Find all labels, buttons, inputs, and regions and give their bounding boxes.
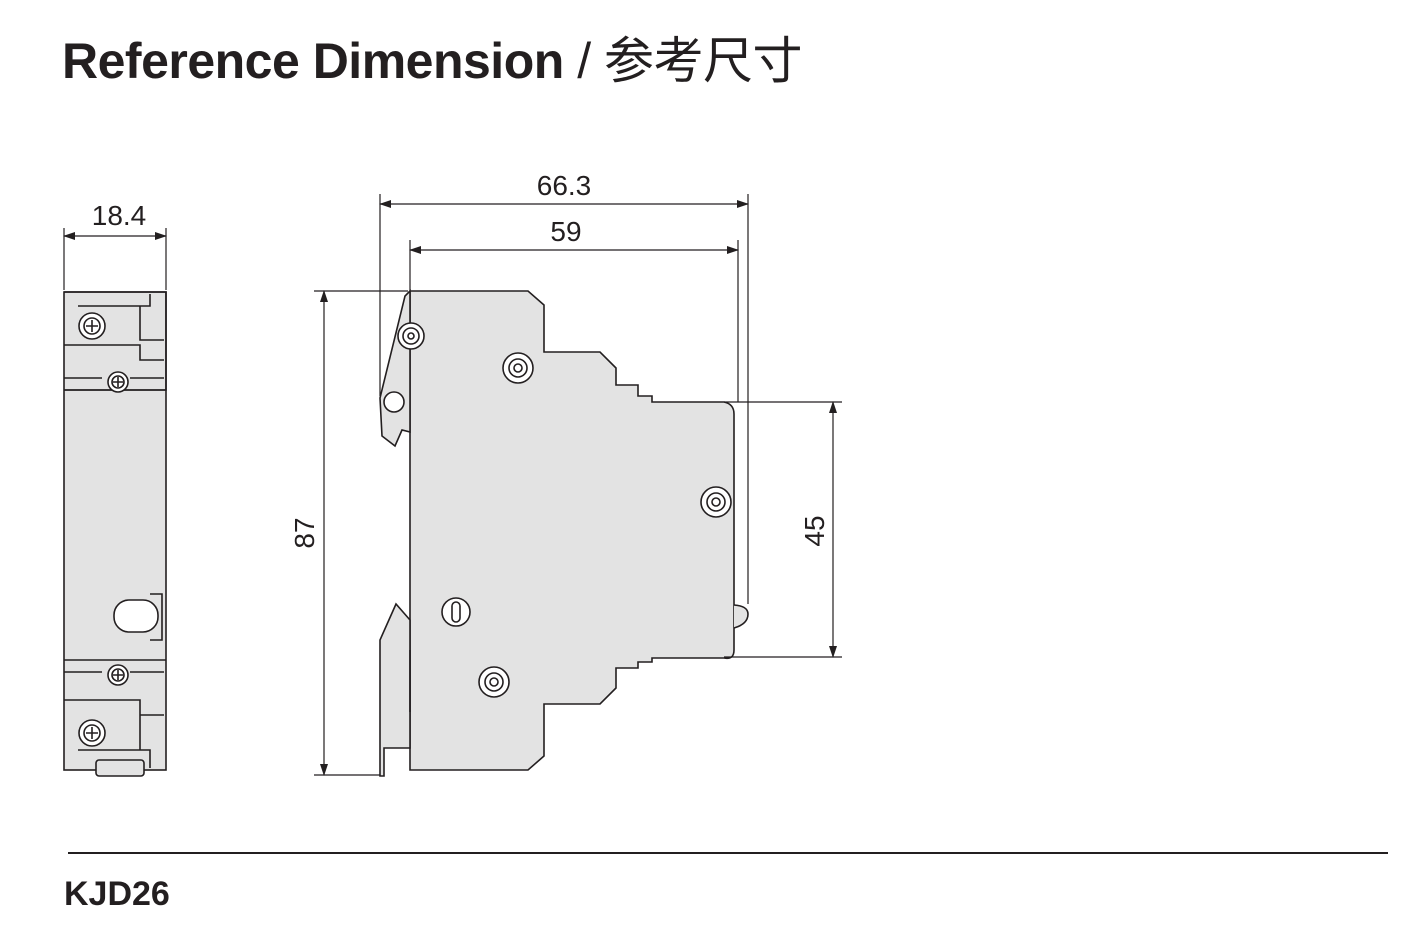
dim-height-total [314,290,408,776]
front-screw-icon [107,371,129,393]
model-name: KJD26 [64,875,170,913]
side-body [409,290,735,771]
side-clip-bottom [379,602,411,777]
side-rivet-icon [700,486,732,518]
side-hole [383,391,405,413]
title-separator: / [577,33,591,89]
dim-label-depth-overall: 66.3 [537,170,592,201]
title-chinese: 参考尺寸 [604,32,803,90]
front-foot [95,759,145,777]
front-lever [113,599,159,633]
front-body [63,291,167,771]
dim-label-height-front: 45 [799,515,830,546]
dim-label-depth-body: 59 [550,216,581,247]
dim-height-front [724,401,842,658]
page-title: Reference Dimension / 参考尺寸 [62,28,803,94]
side-rivet-icon [397,322,425,350]
divider [68,852,1388,854]
side-rivet-icon [478,666,510,698]
front-screw-icon [107,664,129,686]
side-view [379,289,749,777]
front-screw-icon [78,719,106,747]
dim-depth-overall [379,194,749,604]
front-screw-icon [78,312,106,340]
dim-depth-body [409,240,739,402]
front-bottom-slots [64,659,166,768]
dim-front-width [63,228,167,290]
front-lever-base [150,593,163,641]
side-clip-top [379,289,411,448]
title-english: Reference Dimension [62,33,564,89]
dim-label-front-width: 18.4 [92,200,147,231]
front-view [63,291,167,777]
side-slot-screw-icon [441,597,471,627]
side-rivet-icon [502,352,534,384]
side-lever-tip [733,604,749,629]
front-top-slots [64,294,164,361]
dim-label-height-total: 87 [289,517,320,548]
